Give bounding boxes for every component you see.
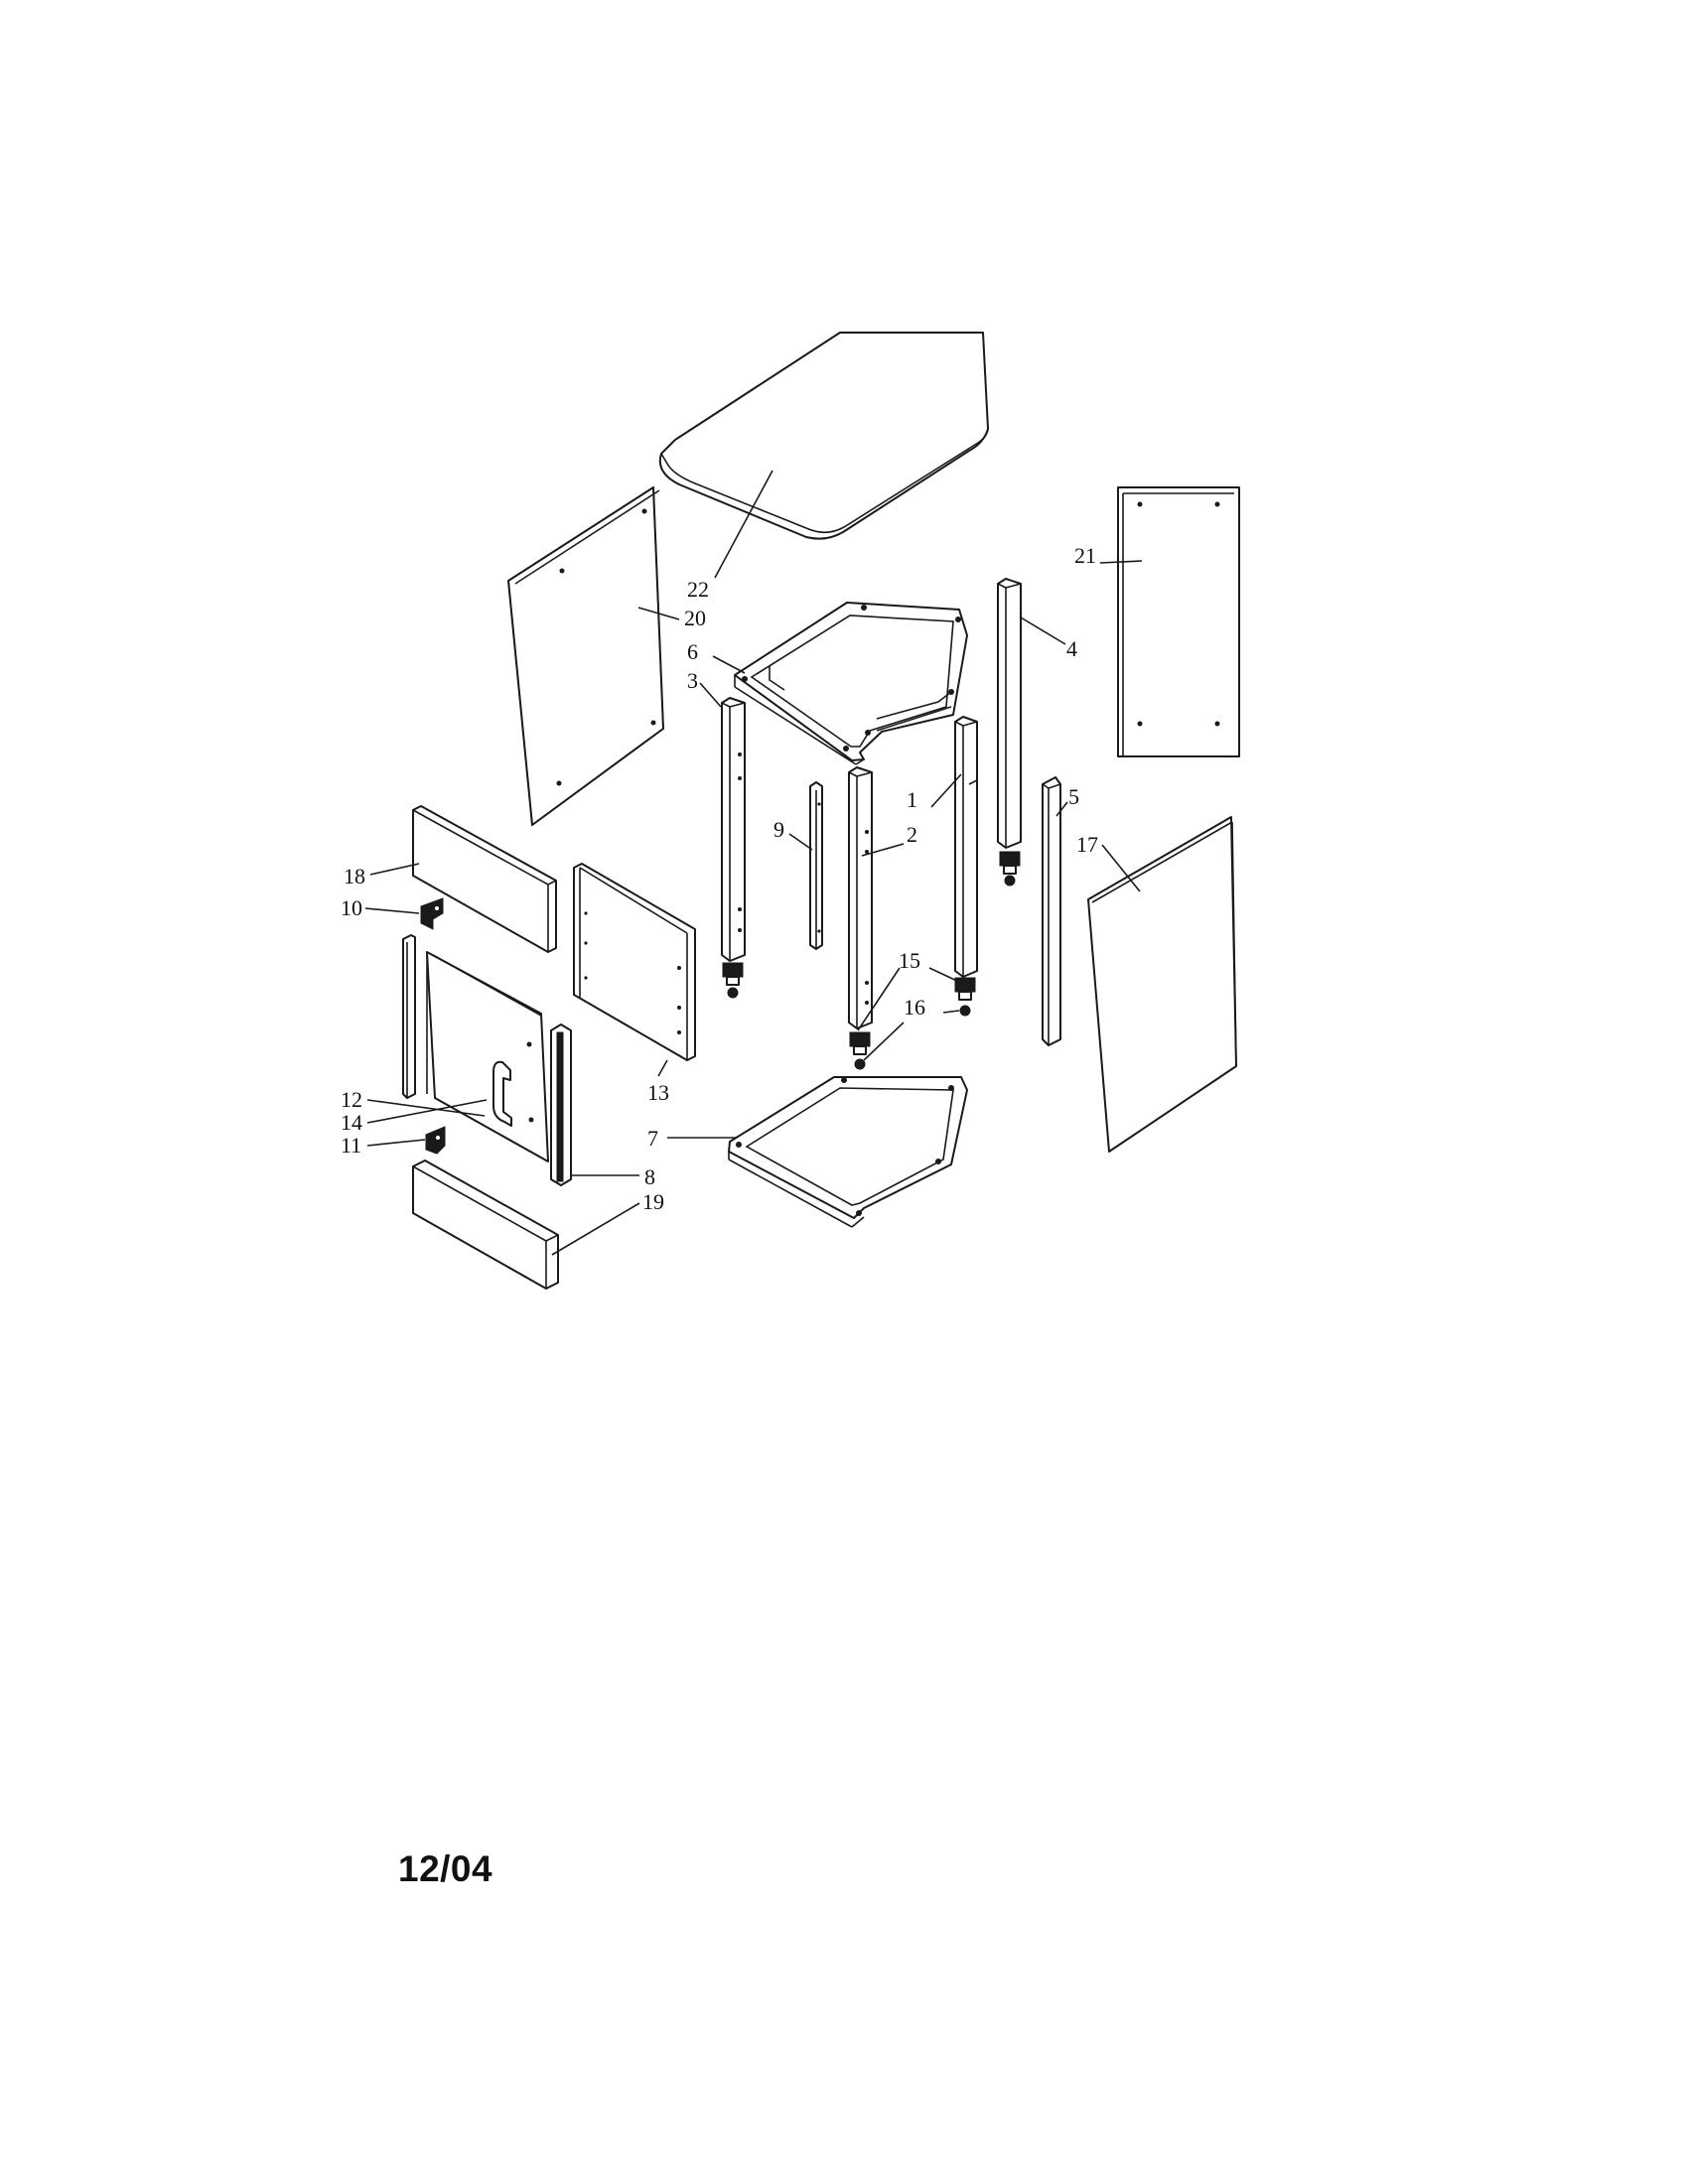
part-bottom-frame [667, 1076, 968, 1228]
callout-labels: 22 20 21 6 3 2 1 4 5 9 17 18 10 12 14 11… [341, 543, 1098, 1214]
part-upper-hinge-bracket [364, 897, 444, 930]
callout-17: 17 [1076, 832, 1098, 857]
callout-20: 20 [684, 606, 706, 630]
part-foot-screw [854, 1005, 971, 1070]
part-door [366, 934, 549, 1162]
part-right-back-panel [1099, 486, 1240, 757]
revision-date: 12/04 [398, 1848, 493, 1889]
part-door-strip [550, 1024, 639, 1186]
callout-19: 19 [642, 1189, 664, 1214]
part-leg-back-right [930, 716, 978, 978]
part-top [658, 332, 989, 579]
part-stile-center [788, 781, 823, 950]
callout-1: 1 [907, 787, 917, 812]
callout-4: 4 [1066, 636, 1077, 661]
callout-10: 10 [341, 895, 362, 920]
callout-15: 15 [899, 948, 920, 973]
part-top-frame [712, 602, 968, 765]
part-leg-back-left [699, 682, 746, 999]
callout-14: 14 [341, 1110, 362, 1135]
callout-8: 8 [644, 1164, 655, 1189]
callout-7: 7 [647, 1126, 658, 1151]
callout-3: 3 [687, 668, 698, 693]
part-leg-front [848, 766, 905, 1029]
part-leveling-foot [849, 967, 976, 1055]
callout-16: 16 [904, 995, 925, 1020]
callout-21: 21 [1074, 543, 1096, 568]
part-leg-far-right [997, 578, 1066, 887]
callout-5: 5 [1068, 784, 1079, 809]
part-lower-hinge-bracket [366, 1126, 446, 1155]
part-stile-right [1042, 776, 1068, 1046]
part-right-side-panel [1087, 816, 1237, 1153]
part-door-handle [366, 1060, 512, 1127]
callout-18: 18 [344, 864, 365, 888]
part-upper-front-rail [369, 805, 557, 953]
part-inner-panel [573, 863, 696, 1077]
callout-13: 13 [647, 1080, 669, 1105]
part-lower-front-rail [412, 1160, 640, 1290]
callout-2: 2 [907, 822, 917, 847]
callout-9: 9 [773, 817, 784, 842]
callout-6: 6 [687, 639, 698, 664]
callout-12: 12 [341, 1087, 362, 1112]
callout-11: 11 [341, 1133, 361, 1158]
callout-22: 22 [687, 577, 709, 602]
part-left-side-panel [507, 485, 680, 827]
